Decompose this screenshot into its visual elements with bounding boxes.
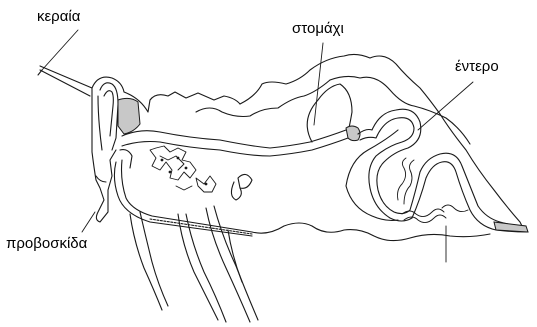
body-outline-lower bbox=[252, 223, 490, 241]
leader-stomach bbox=[314, 43, 323, 125]
stomach-valve bbox=[346, 126, 360, 141]
legs bbox=[130, 206, 258, 322]
leader-proboscis bbox=[82, 212, 95, 232]
rectum bbox=[494, 222, 528, 232]
abdomen-inner bbox=[231, 130, 398, 221]
body-outline bbox=[196, 54, 524, 230]
leader-antenna bbox=[42, 30, 78, 70]
antenna bbox=[38, 66, 92, 100]
head-gland bbox=[118, 98, 140, 134]
salivary-glands bbox=[150, 146, 216, 192]
